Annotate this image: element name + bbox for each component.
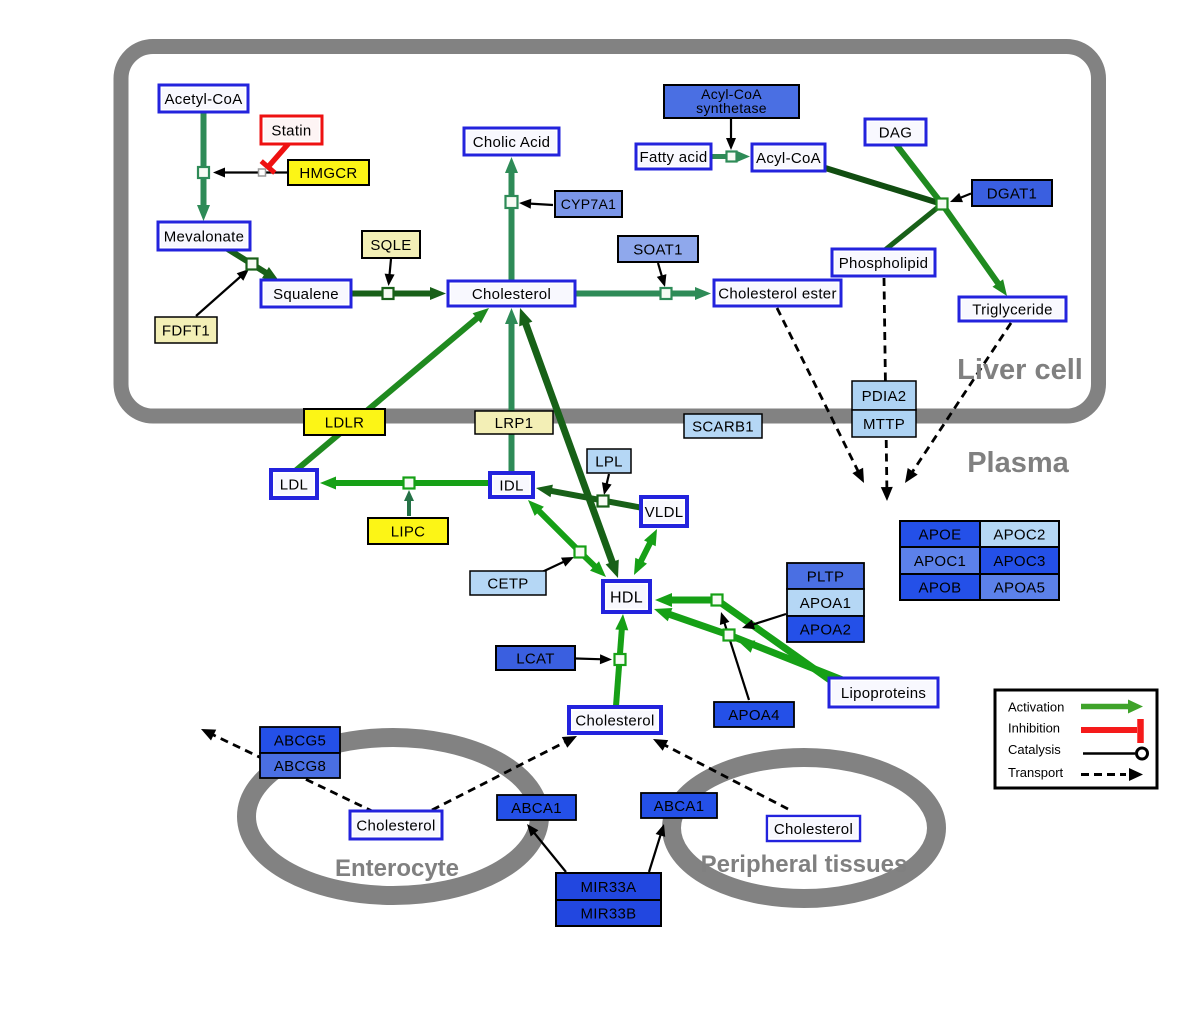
svg-text:ABCG8: ABCG8: [274, 758, 326, 775]
svg-text:APOB: APOB: [919, 579, 962, 596]
svg-text:ABCA1: ABCA1: [654, 798, 705, 815]
svg-text:Statin: Statin: [271, 122, 311, 139]
svg-text:Fatty acid: Fatty acid: [639, 149, 707, 166]
svg-text:PDIA2: PDIA2: [862, 388, 907, 405]
svg-text:Peripheral tissues: Peripheral tissues: [701, 851, 908, 878]
svg-text:DAG: DAG: [879, 124, 912, 141]
svg-text:Cholesterol: Cholesterol: [356, 817, 435, 834]
svg-text:Acyl-CoA: Acyl-CoA: [701, 86, 762, 102]
svg-text:Cholesterol ester: Cholesterol ester: [718, 285, 837, 302]
svg-text:ABCG5: ABCG5: [274, 732, 326, 749]
svg-text:LCAT: LCAT: [516, 650, 554, 667]
svg-text:LRP1: LRP1: [495, 415, 534, 432]
svg-text:Lipoproteins: Lipoproteins: [841, 685, 926, 702]
svg-text:APOC2: APOC2: [993, 526, 1045, 543]
svg-text:Liver cell: Liver cell: [957, 354, 1083, 386]
svg-text:MTTP: MTTP: [863, 416, 905, 433]
svg-text:Cholesterol: Cholesterol: [575, 712, 654, 729]
svg-text:HDL: HDL: [610, 589, 643, 606]
svg-text:CETP: CETP: [487, 575, 528, 592]
svg-text:MIR33A: MIR33A: [581, 879, 637, 896]
svg-text:SCARB1: SCARB1: [692, 418, 754, 435]
svg-text:APOC3: APOC3: [993, 553, 1045, 570]
svg-text:ABCA1: ABCA1: [511, 800, 562, 817]
svg-text:APOA2: APOA2: [800, 621, 852, 638]
svg-text:Phospholipid: Phospholipid: [839, 255, 929, 272]
svg-text:Cholic Acid: Cholic Acid: [473, 134, 551, 151]
svg-text:PLTP: PLTP: [807, 568, 845, 585]
svg-text:HMGCR: HMGCR: [299, 165, 357, 182]
svg-text:MIR33B: MIR33B: [581, 905, 637, 922]
svg-text:CYP7A1: CYP7A1: [561, 196, 617, 212]
svg-text:Acyl-CoA: Acyl-CoA: [756, 150, 821, 167]
svg-text:Enterocyte: Enterocyte: [335, 855, 459, 882]
svg-text:LDLR: LDLR: [325, 414, 365, 431]
svg-text:Cholesterol: Cholesterol: [472, 286, 551, 303]
svg-text:VLDL: VLDL: [645, 504, 684, 521]
svg-text:SOAT1: SOAT1: [633, 241, 683, 258]
svg-text:LIPC: LIPC: [391, 523, 426, 540]
svg-text:Squalene: Squalene: [273, 286, 339, 303]
svg-text:Activation: Activation: [1008, 700, 1064, 715]
svg-text:LPL: LPL: [595, 453, 623, 470]
svg-text:LDL: LDL: [280, 476, 308, 493]
svg-text:APOA5: APOA5: [994, 579, 1046, 596]
svg-text:APOA4: APOA4: [728, 707, 780, 724]
svg-text:APOA1: APOA1: [800, 595, 852, 612]
svg-text:Inhibition: Inhibition: [1008, 721, 1060, 736]
svg-text:Cholesterol: Cholesterol: [774, 821, 853, 838]
svg-text:Transport: Transport: [1008, 765, 1064, 780]
svg-text:DGAT1: DGAT1: [987, 185, 1037, 202]
svg-text:Acetyl-CoA: Acetyl-CoA: [164, 91, 242, 108]
svg-text:Catalysis: Catalysis: [1008, 742, 1061, 757]
svg-text:Plasma: Plasma: [967, 447, 1069, 479]
svg-text:APOE: APOE: [919, 526, 962, 543]
svg-text:Triglyceride: Triglyceride: [972, 301, 1053, 318]
svg-text:Mevalonate: Mevalonate: [164, 228, 245, 245]
svg-text:APOC1: APOC1: [914, 553, 966, 570]
svg-text:SQLE: SQLE: [370, 237, 411, 254]
svg-text:synthetase: synthetase: [696, 100, 767, 116]
svg-text:IDL: IDL: [499, 477, 523, 494]
svg-text:FDFT1: FDFT1: [162, 322, 210, 339]
